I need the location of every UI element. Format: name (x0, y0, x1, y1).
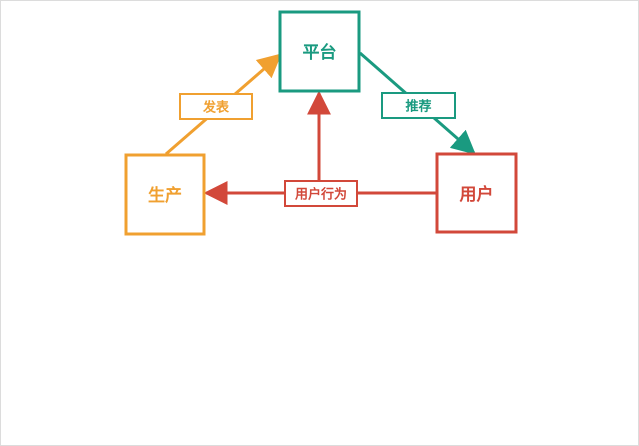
node-producer: 生产 (124, 153, 206, 236)
node-user: 用户 (435, 152, 518, 234)
edge-label-recommend: 推荐 (381, 92, 456, 119)
node-platform-label: 平台 (303, 42, 337, 63)
node-producer-label: 生产 (148, 185, 182, 206)
edge-label-publish: 发表 (179, 93, 253, 120)
edge-label-user-behavior-text: 用户行为 (294, 187, 347, 203)
edge-label-user-behavior: 用户行为 (284, 180, 358, 207)
edge-label-recommend-text: 推荐 (405, 99, 431, 115)
node-platform: 平台 (278, 10, 361, 93)
edge-label-publish-text: 发表 (202, 100, 230, 116)
node-user-label: 用户 (460, 184, 494, 205)
